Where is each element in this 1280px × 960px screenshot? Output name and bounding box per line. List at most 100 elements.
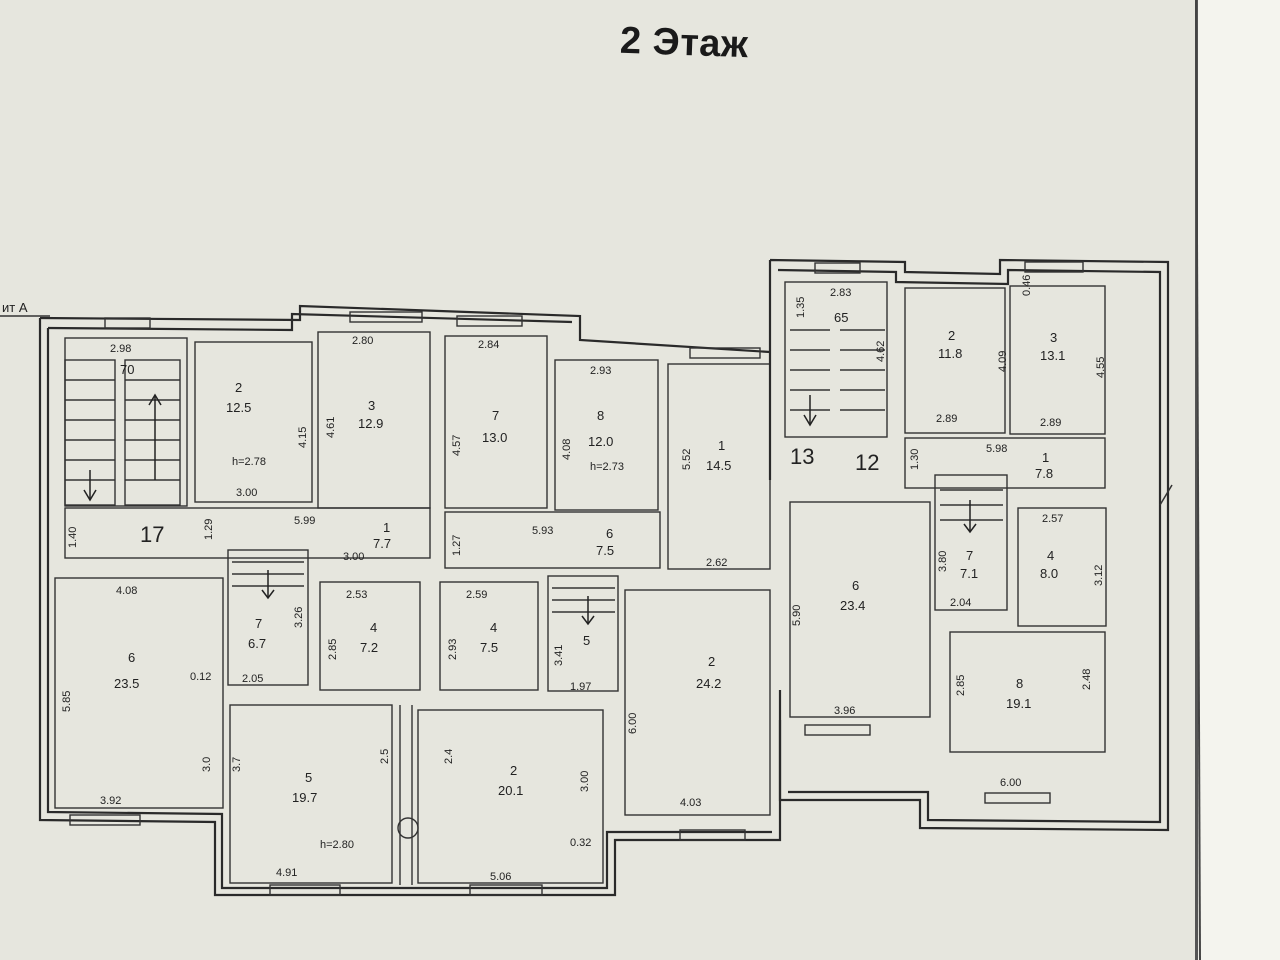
dimension: 5.99 xyxy=(294,515,315,527)
room-number: 4 xyxy=(490,620,497,635)
stair-right-lower xyxy=(940,489,1003,534)
building-right xyxy=(768,258,1173,832)
dimension: 5.06 xyxy=(490,871,511,883)
room-number: 7 xyxy=(492,408,499,423)
dimension: 1.35 xyxy=(795,297,807,318)
room-area: 8.0 xyxy=(1040,566,1058,581)
ceiling-height: h=2.80 xyxy=(320,839,354,851)
dimension: 2.84 xyxy=(478,339,499,351)
room-number: 2 xyxy=(235,380,242,395)
room-number: 4 xyxy=(370,620,377,635)
dimension: 5.52 xyxy=(681,449,693,470)
dimension: 4.08 xyxy=(561,439,573,460)
room-number: 8 xyxy=(1016,676,1023,691)
room-number: 2 xyxy=(510,763,517,778)
room-area: 13.1 xyxy=(1040,348,1065,363)
room-number: 6 xyxy=(606,526,613,541)
stair-right xyxy=(790,329,885,427)
room-area: 7.5 xyxy=(480,640,498,655)
room-area: 7.8 xyxy=(1035,466,1053,481)
dimension: 1.27 xyxy=(451,535,463,556)
dimension: 2.85 xyxy=(955,675,967,696)
room-area: 19.7 xyxy=(292,790,317,805)
room-area: 7.2 xyxy=(360,640,378,655)
dimension: 2.5 xyxy=(379,749,391,764)
room-area: 23.4 xyxy=(840,598,865,613)
stair-mid-right xyxy=(552,587,615,626)
dimension: 2.80 xyxy=(352,335,373,347)
room-area: 20.1 xyxy=(498,783,523,798)
dimension: 3.12 xyxy=(1093,565,1105,586)
room-area: 14.5 xyxy=(706,458,731,473)
room-number: 6 xyxy=(128,650,135,665)
dimension: 4.62 xyxy=(875,341,887,362)
dimension: 2.93 xyxy=(590,365,611,377)
room-labels: 70 2 12.5 3 12.9 7 13.0 8 12.0 1 14.5 1 … xyxy=(114,310,1065,805)
dimension: 4.61 xyxy=(325,417,337,438)
room-number: 1 xyxy=(383,520,390,535)
dimension: 5.98 xyxy=(986,443,1007,455)
stair-left xyxy=(64,359,181,506)
frame-line xyxy=(1195,0,1201,960)
dimension: 3.80 xyxy=(937,551,949,572)
dimension: 2.05 xyxy=(242,673,263,685)
building-left xyxy=(38,304,782,897)
dimension: 1.29 xyxy=(203,519,215,540)
dimension: 2.89 xyxy=(936,413,957,425)
room-area: 7.5 xyxy=(596,543,614,558)
room-area: 12.9 xyxy=(358,416,383,431)
dimension: 3.41 xyxy=(553,645,565,666)
room-number: 6 xyxy=(852,578,859,593)
room-area: 11.8 xyxy=(938,346,962,361)
room-number: 7 xyxy=(255,616,262,631)
dimension: 3.00 xyxy=(579,771,591,792)
dimension: 4.55 xyxy=(1095,357,1107,378)
dimension: 2.93 xyxy=(447,639,459,660)
room-number: 5 xyxy=(583,633,590,648)
sheet-edge xyxy=(1195,0,1280,960)
room-number: 1 xyxy=(1042,450,1049,465)
dimension: 1.40 xyxy=(67,527,79,548)
stair-label-13: 13 xyxy=(790,444,814,469)
room-area: 24.2 xyxy=(696,676,721,691)
dimension: 4.91 xyxy=(276,867,297,879)
dimension: 5.85 xyxy=(61,691,73,712)
room-area: 6.7 xyxy=(248,636,266,651)
dimension: 4.15 xyxy=(297,427,309,448)
dimension: 0.46 xyxy=(1021,275,1033,296)
room-number: 5 xyxy=(305,770,312,785)
room-number: 2 xyxy=(708,654,715,669)
axis-label: ит А xyxy=(2,300,28,315)
room-area: 13.0 xyxy=(482,430,507,445)
dimension: 4.03 xyxy=(680,797,701,809)
stair-mid-left xyxy=(232,561,304,600)
dimension: 3.00 xyxy=(343,551,364,563)
dimension: 3.92 xyxy=(100,795,121,807)
dimension: 4.09 xyxy=(997,351,1009,372)
room-area: 19.1 xyxy=(1006,696,1031,711)
dimension: 2.83 xyxy=(830,287,851,299)
dimension: 2.57 xyxy=(1042,513,1063,525)
dimension: 3.00 xyxy=(236,487,257,499)
room-area: 12.0 xyxy=(588,434,613,449)
dimension: 2.48 xyxy=(1081,669,1093,690)
stair-label-12: 12 xyxy=(855,450,879,475)
dimension: 1.30 xyxy=(909,449,921,470)
dimension: 0.12 xyxy=(190,671,211,683)
dimension: 2.59 xyxy=(466,589,487,601)
room-number: 1 xyxy=(718,438,725,453)
room-number: 3 xyxy=(1050,330,1057,345)
dimension: 2.62 xyxy=(706,557,727,569)
ceiling-height: h=2.73 xyxy=(590,461,624,473)
room-number: 2 xyxy=(948,328,955,343)
dimension: 6.00 xyxy=(627,713,639,734)
dimension: 1.97 xyxy=(570,681,591,693)
room-area: 23.5 xyxy=(114,676,139,691)
room-number: 8 xyxy=(597,408,604,423)
dimension: 3.96 xyxy=(834,705,855,717)
room-area: 7.7 xyxy=(373,536,391,551)
room-number: 3 xyxy=(368,398,375,413)
room-area: 7.1 xyxy=(960,566,978,581)
